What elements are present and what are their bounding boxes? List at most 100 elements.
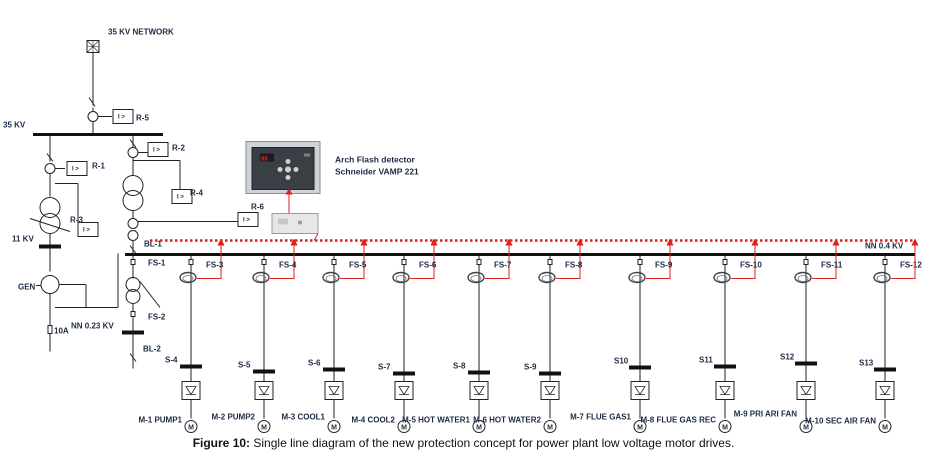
feeder-5: FS-7S-8MM-5 HOT WATER1 bbox=[402, 238, 513, 433]
svg-text:M: M bbox=[547, 425, 553, 432]
breaker-bl1-label: BL-1 bbox=[144, 240, 162, 249]
motor-icon bbox=[543, 420, 557, 433]
caption-prefix: Figure 10: bbox=[192, 436, 251, 450]
svg-text:M: M bbox=[882, 425, 888, 432]
bus-11kv-label: 11 KV bbox=[12, 235, 34, 244]
svg-text:M: M bbox=[722, 425, 728, 432]
drive-icon bbox=[394, 381, 414, 400]
svg-text:I >: I > bbox=[153, 148, 160, 154]
svg-text:R-1: R-1 bbox=[92, 162, 105, 171]
arc-flash-detector: 88 bbox=[245, 141, 321, 194]
motor-icon bbox=[718, 420, 732, 433]
switch-label: S12 bbox=[780, 353, 795, 362]
switch-label: S13 bbox=[859, 359, 874, 368]
fs-label: FS-3 bbox=[206, 261, 224, 270]
drive-icon bbox=[875, 381, 895, 400]
drive-icon bbox=[715, 381, 735, 400]
drive-icon bbox=[324, 381, 344, 400]
motor-icon bbox=[799, 420, 813, 433]
fs-label: FS-12 bbox=[900, 261, 922, 270]
feeder-6: FS-8S-9MM-6 HOT WATER2 bbox=[473, 238, 584, 433]
motor-label: M-2 PUMP2 bbox=[211, 413, 255, 422]
network-label: 35 KV NETWORK bbox=[108, 28, 174, 37]
light-sensor-icon bbox=[179, 271, 197, 284]
light-sensor-icon bbox=[873, 271, 891, 284]
motor-label: M-6 HOT WATER2 bbox=[473, 416, 541, 425]
motor-label: M-8 FLUE GAS REC bbox=[640, 416, 716, 425]
light-sensor-icon bbox=[628, 271, 646, 284]
bus-nn023-label: NN 0.23 KV bbox=[71, 322, 114, 331]
fs-label: FS-9 bbox=[655, 261, 673, 270]
generator-icon bbox=[40, 275, 60, 294]
light-sensor-icon bbox=[322, 271, 340, 284]
detector-title: Arch Flash detector bbox=[335, 155, 416, 165]
svg-text:I >: I > bbox=[118, 115, 125, 121]
relay-r1: I > R-1 bbox=[66, 161, 105, 176]
fuse-label: 10A bbox=[54, 327, 69, 336]
motor-label: M-5 HOT WATER1 bbox=[402, 416, 470, 425]
detector-model: Schneider VAMP 221 bbox=[335, 167, 419, 177]
svg-text:M: M bbox=[261, 425, 267, 432]
switch-label: S10 bbox=[614, 357, 629, 366]
motor-icon bbox=[397, 420, 411, 433]
svg-text:R-5: R-5 bbox=[136, 114, 149, 123]
fs-label: FS-7 bbox=[494, 261, 512, 270]
motor-label: M-3 COOL1 bbox=[281, 413, 325, 422]
svg-text:88: 88 bbox=[261, 157, 268, 163]
relay-r5: I > R-5 bbox=[112, 109, 149, 124]
feeder-3: FS-5S-6M M-3 COOL1 bbox=[281, 238, 368, 433]
fs-label: FS-10 bbox=[740, 261, 762, 270]
motor-label: M-4 COOL2 bbox=[351, 416, 395, 425]
light-sensor-icon bbox=[538, 271, 556, 284]
arc-flash-relay-unit bbox=[271, 213, 319, 234]
switch-label: S-6 bbox=[308, 359, 321, 368]
fs-label: FS-4 bbox=[279, 261, 297, 270]
switch-label: S-7 bbox=[378, 363, 391, 372]
motor-icon bbox=[184, 420, 198, 433]
relay-r2: I > R-2 bbox=[147, 142, 185, 157]
motor-label: M-9 PRI ARI FAN bbox=[734, 410, 797, 419]
light-sensor-icon bbox=[392, 271, 410, 284]
relay-r4: I > R-4 bbox=[171, 189, 203, 204]
fs-label: FS-5 bbox=[349, 261, 367, 270]
relay-r3: I > R-3 bbox=[70, 216, 99, 237]
svg-text:M: M bbox=[401, 425, 407, 432]
svg-text:M: M bbox=[331, 425, 337, 432]
svg-text:I >: I > bbox=[72, 167, 79, 173]
svg-text:M: M bbox=[803, 425, 809, 432]
light-sensor-icon bbox=[794, 271, 812, 284]
bus-nn04-label: NN 0.4 KV bbox=[865, 242, 904, 251]
caption-text: Single line diagram of the new protectio… bbox=[250, 436, 735, 450]
motor-feeders: FS-3S-4MM-1 PUMP1 FS-4S-5M M-2 PUMP2 FS-5S-… bbox=[138, 238, 922, 433]
switch-label: S-8 bbox=[453, 362, 466, 371]
breaker-bl2-label: BL-2 bbox=[143, 345, 161, 354]
light-sensor-icon bbox=[252, 271, 270, 284]
motor-icon bbox=[633, 420, 647, 433]
svg-text:R-2: R-2 bbox=[172, 144, 185, 153]
svg-text:I >: I > bbox=[243, 218, 250, 224]
drive-icon bbox=[796, 381, 816, 400]
light-sensor-icon bbox=[467, 271, 485, 284]
feeder-2: FS-4S-5M M-2 PUMP2 bbox=[211, 238, 298, 433]
feeder-1: FS-3S-4MM-1 PUMP1 bbox=[138, 238, 225, 433]
svg-text:M: M bbox=[476, 425, 482, 432]
fs-label: FS-11 bbox=[821, 261, 843, 270]
light-sensor-icon bbox=[713, 271, 731, 284]
ct-icon bbox=[87, 111, 99, 122]
svg-text:R-4: R-4 bbox=[190, 189, 203, 198]
feeder-4: FS-6S-7MM-4 COOL2 bbox=[351, 238, 438, 433]
switch-label: S-5 bbox=[238, 361, 251, 370]
motor-label: M-1 PUMP1 bbox=[138, 416, 182, 425]
drive-icon bbox=[630, 381, 650, 400]
bus-35kv-label: 35 KV bbox=[3, 121, 26, 130]
figure-caption: Figure 10: Single line diagram of the ne… bbox=[0, 436, 927, 450]
fs1-label: FS-1 bbox=[148, 259, 166, 268]
switch-label: S11 bbox=[699, 356, 713, 365]
svg-text:M: M bbox=[637, 425, 643, 432]
switch-label: S-9 bbox=[524, 363, 537, 372]
motor-icon bbox=[327, 420, 341, 433]
